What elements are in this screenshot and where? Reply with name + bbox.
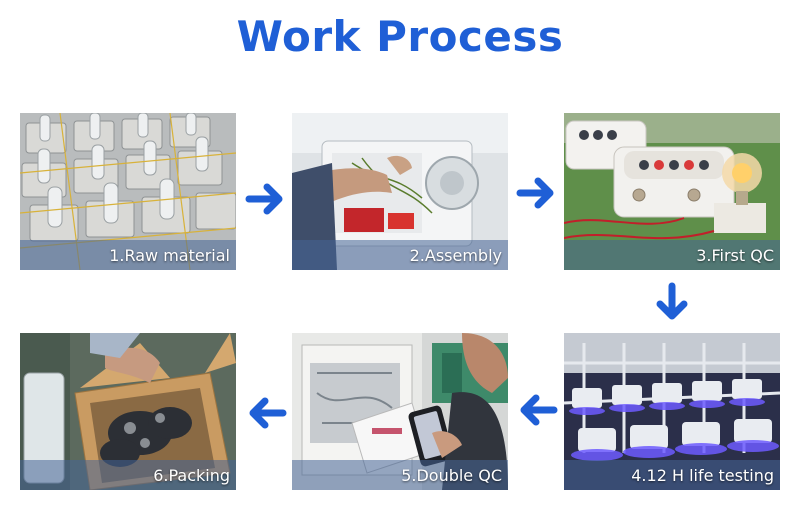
- step-label-bar: [564, 460, 780, 490]
- arrow-left-icon: [249, 397, 287, 429]
- step-label: 5.Double QC: [401, 466, 502, 485]
- arrow-left-icon: [520, 394, 558, 426]
- step-label-bar: [564, 240, 780, 270]
- step-label: 6.Packing: [153, 466, 230, 485]
- step-assembly: 2.Assembly: [292, 113, 508, 270]
- step-label: 3.First QC: [696, 246, 774, 265]
- arrow-right-icon: [516, 177, 554, 209]
- step-packing: 6.Packing: [20, 333, 236, 490]
- step-double-qc: 5.Double QC: [292, 333, 508, 490]
- arrow-down-icon: [656, 282, 688, 320]
- step-label: 4.12 H life testing: [631, 466, 774, 485]
- step-label-bar: [20, 460, 236, 490]
- step-label-bar: [292, 460, 508, 490]
- step-label-bar: [292, 240, 508, 270]
- step-label: 2.Assembly: [409, 246, 502, 265]
- step-raw-material: 1.Raw material: [20, 113, 236, 270]
- step-first-qc: 3.First QC: [564, 113, 780, 270]
- page-title: Work Process: [236, 12, 564, 61]
- arrow-right-icon: [245, 183, 283, 215]
- step-label: 1.Raw material: [109, 246, 230, 265]
- step-life-testing: 4.12 H life testing: [564, 333, 780, 490]
- step-label-bar: [20, 240, 236, 270]
